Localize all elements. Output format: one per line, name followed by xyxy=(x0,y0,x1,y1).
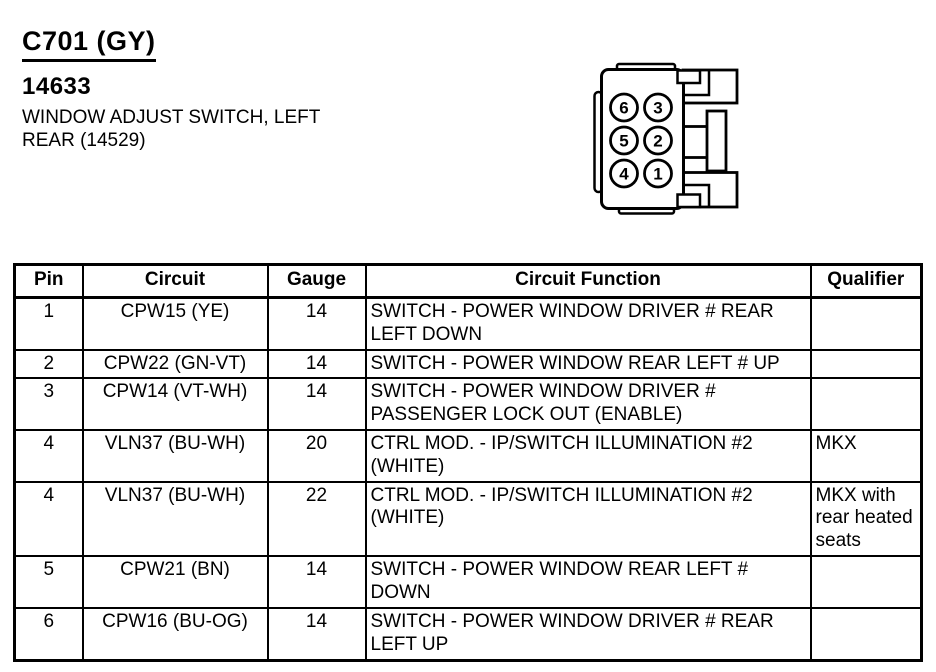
pin-cell: 3 xyxy=(13,377,84,431)
circuit-cell: CPW16 (BU-OG) xyxy=(81,606,269,662)
table-row: 5 CPW21 (BN) 14 SWITCH - POWER WINDOW RE… xyxy=(13,554,923,609)
qualifier-cell xyxy=(809,606,923,662)
circuit-cell: CPW14 (VT-WH) xyxy=(81,377,269,431)
pin-cavity-4: 4 xyxy=(609,158,639,189)
table-header-row: Pin Circuit Gauge Circuit Function Quali… xyxy=(13,263,923,299)
circuit-function-cell: CTRL MOD. - IP/SWITCH ILLUMINATION #2 (W… xyxy=(364,480,812,557)
connector-latch-top-step xyxy=(684,71,711,97)
qualifier-cell xyxy=(809,296,923,351)
circuit-function-cell: SWITCH - POWER WINDOW DRIVER # REAR LEFT… xyxy=(364,606,812,662)
pin-cavity-2: 2 xyxy=(643,125,673,156)
qualifier-cell xyxy=(809,554,923,609)
svg-text:5: 5 xyxy=(619,132,628,151)
table-row: 2 CPW22 (GN-VT) 14 SWITCH - POWER WINDOW… xyxy=(13,348,923,380)
gauge-cell: 22 xyxy=(266,480,367,557)
circuit-function-cell: SWITCH - POWER WINDOW REAR LEFT # UP xyxy=(364,348,812,380)
circuit-function-cell: CTRL MOD. - IP/SWITCH ILLUMINATION #2 (W… xyxy=(364,428,812,483)
table-row: 4 VLN37 (BU-WH) 20 CTRL MOD. - IP/SWITCH… xyxy=(13,428,923,483)
circuit-cell: VLN37 (BU-WH) xyxy=(81,480,269,557)
pin-cavity-3: 3 xyxy=(643,92,673,123)
part-number: 14633 xyxy=(22,73,92,100)
pin-cell: 2 xyxy=(13,348,84,380)
connector-latch-bottom-step xyxy=(684,183,711,206)
column-header-qualifier: Qualifier xyxy=(809,263,923,299)
column-header-pin: Pin xyxy=(13,263,84,299)
qualifier-cell xyxy=(809,377,923,431)
pin-cavity-6: 6 xyxy=(609,92,639,123)
pin-cell: 6 xyxy=(13,606,84,662)
circuit-cell: VLN37 (BU-WH) xyxy=(81,428,269,483)
pinout-table: Pin Circuit Gauge Circuit Function Quali… xyxy=(13,263,923,662)
column-header-function: Circuit Function xyxy=(364,263,812,299)
svg-text:2: 2 xyxy=(653,132,662,151)
svg-text:4: 4 xyxy=(619,165,629,184)
table-row: 1 CPW15 (YE) 14 SWITCH - POWER WINDOW DR… xyxy=(13,296,923,351)
pin-cell: 4 xyxy=(13,480,84,557)
qualifier-cell: MKX xyxy=(809,428,923,483)
connector-latch-middle-tab xyxy=(705,109,728,173)
part-description: WINDOW ADJUST SWITCH, LEFT REAR (14529) xyxy=(22,107,321,152)
pin-cavity-1: 1 xyxy=(643,158,673,189)
pin-cell: 4 xyxy=(13,428,84,483)
column-header-gauge: Gauge xyxy=(266,263,367,299)
circuit-function-cell: SWITCH - POWER WINDOW REAR LEFT # DOWN xyxy=(364,554,812,609)
column-header-circuit: Circuit xyxy=(81,263,269,299)
qualifier-cell: MKX with rear heated seats xyxy=(809,480,923,557)
svg-text:6: 6 xyxy=(619,99,628,118)
qualifier-cell xyxy=(809,348,923,380)
circuit-function-cell: SWITCH - POWER WINDOW DRIVER # PASSENGER… xyxy=(364,377,812,431)
gauge-cell: 14 xyxy=(266,554,367,609)
circuit-cell: CPW21 (BN) xyxy=(81,554,269,609)
gauge-cell: 14 xyxy=(266,377,367,431)
connector-id-title: C701 (GY) xyxy=(22,26,156,62)
pin-cell: 1 xyxy=(13,296,84,351)
table-row: 6 CPW16 (BU-OG) 14 SWITCH - POWER WINDOW… xyxy=(13,606,923,662)
connector-latch-bottom-notch xyxy=(676,193,702,209)
gauge-cell: 14 xyxy=(266,606,367,662)
connector-latch-top-notch xyxy=(676,69,702,85)
circuit-cell: CPW22 (GN-VT) xyxy=(81,348,269,380)
svg-text:1: 1 xyxy=(653,165,662,184)
gauge-cell: 14 xyxy=(266,296,367,351)
gauge-cell: 20 xyxy=(266,428,367,483)
pin-cavity-5: 5 xyxy=(609,125,639,156)
connector-diagram: 6 3 5 2 4 1 xyxy=(593,62,739,215)
circuit-cell: CPW15 (YE) xyxy=(81,296,269,351)
table-row: 3 CPW14 (VT-WH) 14 SWITCH - POWER WINDOW… xyxy=(13,377,923,431)
table-row: 4 VLN37 (BU-WH) 22 CTRL MOD. - IP/SWITCH… xyxy=(13,480,923,557)
svg-text:3: 3 xyxy=(653,99,662,118)
pin-cell: 5 xyxy=(13,554,84,609)
circuit-function-cell: SWITCH - POWER WINDOW DRIVER # REAR LEFT… xyxy=(364,296,812,351)
gauge-cell: 14 xyxy=(266,348,367,380)
